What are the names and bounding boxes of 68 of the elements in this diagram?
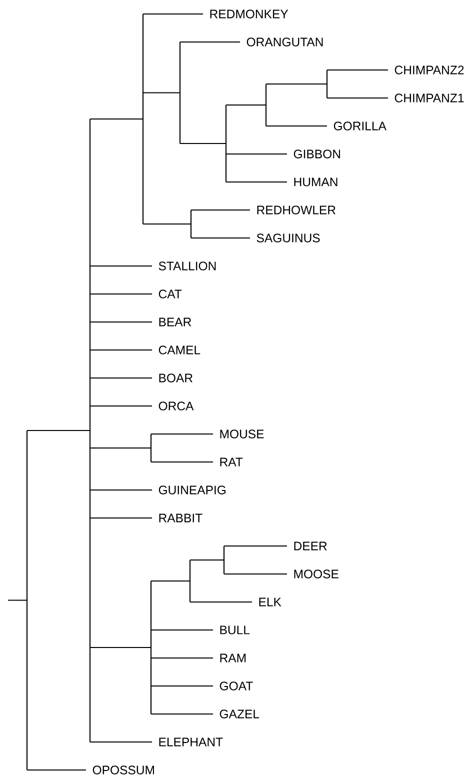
taxon-label: GORILLA xyxy=(334,122,386,130)
branch-line xyxy=(90,447,151,449)
branch-line xyxy=(90,377,152,379)
taxon-label: GIBBON xyxy=(294,150,340,158)
branch-line xyxy=(180,142,226,144)
branch-line xyxy=(90,321,152,323)
branch-line xyxy=(90,741,152,743)
branch-line xyxy=(224,573,287,575)
root-branch xyxy=(8,600,27,601)
branch-line xyxy=(151,713,213,715)
taxon-label: BULL xyxy=(220,626,250,634)
branch-line xyxy=(151,433,213,435)
branch-line xyxy=(143,223,191,225)
branch-line xyxy=(90,489,152,491)
branch-line xyxy=(90,405,152,407)
branch-line xyxy=(266,83,327,85)
branch-line xyxy=(190,601,252,603)
branch-line xyxy=(90,517,152,519)
branch-line xyxy=(266,125,327,127)
branch-line xyxy=(27,430,90,432)
taxon-label: ORCA xyxy=(158,402,194,410)
branch-line xyxy=(143,13,203,15)
taxon-label: CHIMPANZ2 xyxy=(394,66,464,74)
taxon-label: GAZEL xyxy=(220,710,260,718)
branch-line xyxy=(27,769,86,771)
taxon-label: GUINEAPIG xyxy=(158,486,226,494)
branch-line xyxy=(327,69,388,71)
branch-line xyxy=(143,92,180,94)
branch-line xyxy=(151,685,213,687)
taxon-label: RABBIT xyxy=(159,514,202,522)
taxon-label: RAM xyxy=(220,654,246,662)
taxon-label: CAT xyxy=(158,290,182,298)
branch-line xyxy=(151,629,213,631)
branch-line xyxy=(151,580,190,582)
taxon-label: BEAR xyxy=(159,318,192,326)
taxon-label: ELK xyxy=(259,598,282,606)
taxon-label: OPOSSUM xyxy=(92,766,154,774)
taxon-label: ELEPHANT xyxy=(159,738,223,746)
branch-line xyxy=(224,545,287,547)
taxon-label: BOAR xyxy=(159,374,192,382)
taxon-label: REDMONKEY xyxy=(210,10,288,18)
branch-line xyxy=(90,293,152,295)
branch-line xyxy=(226,153,287,155)
branch-line xyxy=(226,181,287,183)
branch-line xyxy=(180,41,240,43)
branch-line xyxy=(191,209,250,211)
branch-line xyxy=(90,265,152,267)
taxon-label: MOUSE xyxy=(220,430,264,438)
branch-line xyxy=(151,657,213,659)
taxon-label: DEER xyxy=(294,542,327,550)
taxon-label: STALLION xyxy=(158,262,216,270)
branch-line xyxy=(191,237,250,239)
branch-line xyxy=(90,118,143,120)
branch-line xyxy=(190,559,224,561)
branch-line xyxy=(327,97,388,99)
taxon-label: MOOSE xyxy=(294,570,338,578)
taxon-label: CHIMPANZ1 xyxy=(394,94,464,102)
taxon-label: HUMAN xyxy=(294,178,338,186)
taxon-label: GOAT xyxy=(220,682,253,690)
taxon-label: RAT xyxy=(220,458,243,466)
taxon-label: SAGUINUS xyxy=(256,234,320,242)
taxon-label: REDHOWLER xyxy=(257,206,336,214)
taxon-label: ORANGUTAN xyxy=(246,38,323,46)
branch-line xyxy=(151,461,213,463)
taxon-label: CAMEL xyxy=(158,346,200,354)
branch-line xyxy=(226,104,266,106)
branch-line xyxy=(90,646,151,648)
branch-line xyxy=(90,349,152,351)
